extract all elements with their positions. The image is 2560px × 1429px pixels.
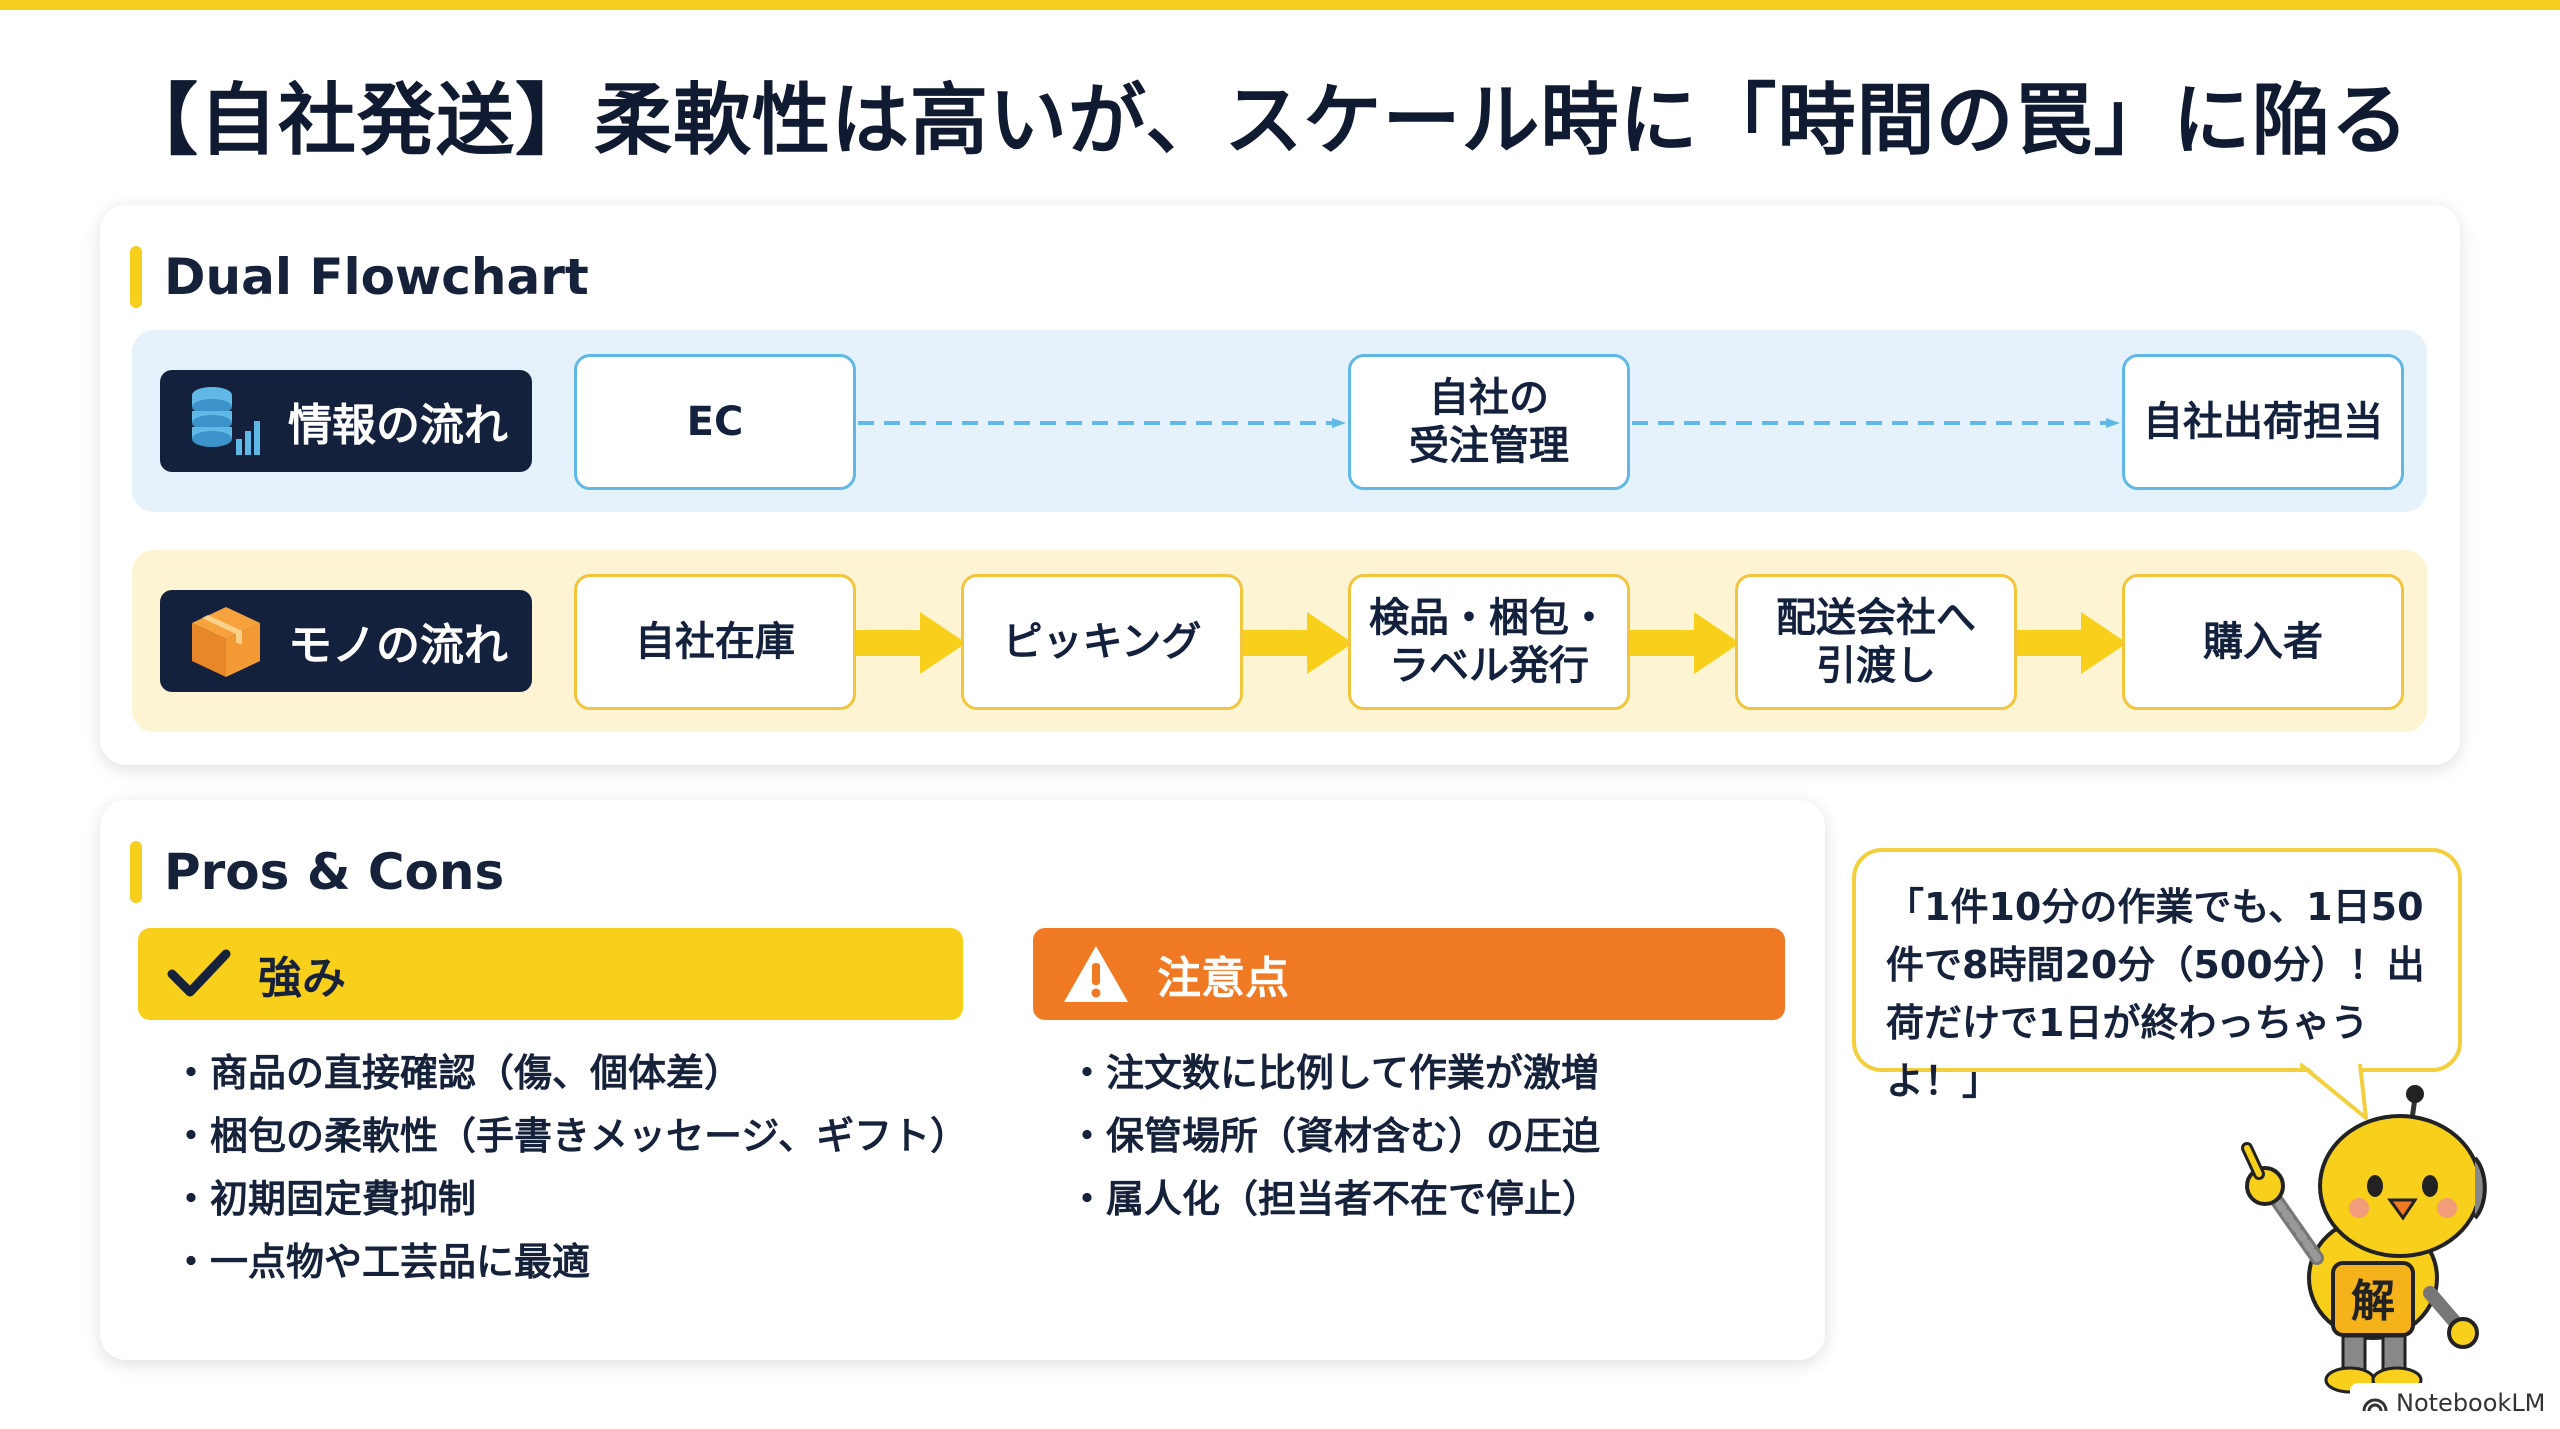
goods-node-inventory: 自社在庫 — [574, 574, 856, 710]
flowchart-panel: Dual Flowchart 情報の流れ EC 自社の 受注管理 — [100, 205, 2460, 765]
warning-icon — [1064, 946, 1128, 1002]
page-title: 【自社発送】柔軟性は高いが、スケール時に「時間の罠」に陥る — [120, 76, 2410, 166]
pros-cons-heading: Pros & Cons — [130, 840, 504, 904]
flow-arrow-2 — [1243, 612, 1353, 674]
goods-node-inspect-pack: 検品・梱包・ ラベル発行 — [1348, 574, 1630, 710]
heading-accent-bar — [130, 841, 142, 903]
flowchart-heading: Dual Flowchart — [130, 245, 589, 309]
heading-accent-bar — [130, 246, 142, 308]
top-accent-bar — [0, 0, 2560, 10]
pros-header-label: 強み — [258, 953, 346, 1004]
robot-chick-mascot: 解 — [2241, 1085, 2487, 1394]
goods-node-picking: ピッキング — [961, 574, 1243, 710]
cons-list: 注文数に比例して作業が激増 保管場所（資材含む）の圧迫 属人化（担当者不在で停止… — [1068, 1042, 1600, 1231]
cons-header: 注意点 — [1033, 928, 1785, 1020]
goods-flow-label-text: モノの流れ — [288, 620, 508, 671]
notebooklm-logo-icon — [2362, 1398, 2388, 1412]
brand-text: NotebookLM — [2396, 1389, 2546, 1417]
goods-flow-label: モノの流れ — [160, 590, 532, 692]
checkmark-icon — [167, 949, 231, 997]
info-flow-label-text: 情報の流れ — [288, 400, 508, 451]
info-node-shipping-staff: 自社出荷担当 — [2122, 354, 2404, 490]
info-flow-label: 情報の流れ — [160, 370, 532, 472]
pros-cons-panel: Pros & Cons 強み 商品の直接確認（傷、個体差） 梱包の柔軟性（手書き… — [100, 800, 1825, 1360]
list-item: 属人化（担当者不在で停止） — [1068, 1168, 1600, 1231]
goods-node-buyer: 購入者 — [2122, 574, 2404, 710]
speech-bubble-tail — [2300, 1060, 2368, 1120]
list-item: 初期固定費抑制 — [172, 1168, 968, 1231]
brand-watermark: NotebookLM — [2350, 1383, 2555, 1423]
info-node-order-mgmt: 自社の 受注管理 — [1348, 354, 1630, 490]
pros-list: 商品の直接確認（傷、個体差） 梱包の柔軟性（手書きメッセージ、ギフト） 初期固定… — [172, 1042, 968, 1294]
flow-arrow-1 — [856, 612, 966, 674]
box-icon — [192, 607, 260, 677]
list-item: 商品の直接確認（傷、個体差） — [172, 1042, 968, 1105]
cons-header-label: 注意点 — [1157, 953, 1289, 1004]
flowchart-heading-text: Dual Flowchart — [164, 248, 589, 306]
flow-arrow-4 — [2017, 612, 2127, 674]
list-item: 保管場所（資材含む）の圧迫 — [1068, 1105, 1600, 1168]
list-item: 一点物や工芸品に最適 — [172, 1231, 968, 1294]
database-chart-icon — [192, 387, 260, 455]
info-node-ec: EC — [574, 354, 856, 490]
dashed-arrow-1 — [858, 418, 1346, 428]
goods-flow-lane: モノの流れ 自社在庫 ピッキング 検品・梱包・ ラベル発行 配送会社へ 引渡し … — [132, 550, 2427, 732]
dashed-arrow-2 — [1632, 418, 2120, 428]
mascot-badge-text: 解 — [2351, 1276, 2395, 1327]
pros-header: 強み — [138, 928, 963, 1020]
goods-node-handover: 配送会社へ 引渡し — [1735, 574, 2017, 710]
list-item: 梱包の柔軟性（手書きメッセージ、ギフト） — [172, 1105, 968, 1168]
pros-cons-heading-text: Pros & Cons — [164, 843, 505, 901]
flow-arrow-3 — [1630, 612, 1740, 674]
speech-bubble: 「1件10分の作業でも、1日50件で8時間20分（500分）！出荷だけで1日が終… — [1852, 848, 2462, 1103]
info-flow-lane: 情報の流れ EC 自社の 受注管理 自社出荷担当 — [132, 330, 2427, 512]
list-item: 注文数に比例して作業が激増 — [1068, 1042, 1600, 1105]
